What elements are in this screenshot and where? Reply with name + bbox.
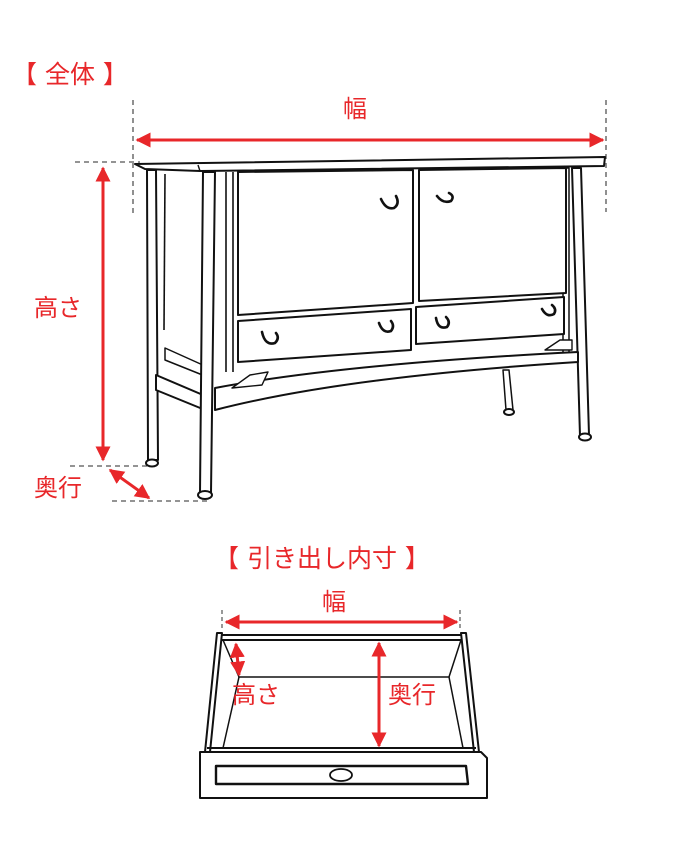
overall-guide-lines (70, 100, 607, 502)
overall-width-label: 幅 (343, 95, 367, 123)
drawer-width-label: 幅 (322, 588, 346, 616)
overall-heading: 【 全体 】 (12, 60, 128, 89)
overall-dimension-arrows (95, 132, 605, 500)
handle-icons (260, 191, 557, 345)
drawer-knob (329, 768, 353, 782)
drawer-height-label: 高さ (232, 681, 280, 709)
overall-depth-label: 奥行 (34, 474, 82, 502)
overall-depth-arrow (108, 468, 151, 500)
drawer-height-arrow (229, 642, 246, 677)
drawer-drawing (199, 632, 488, 799)
sideboard-drawing (134, 156, 606, 500)
overall-height-label: 高さ (34, 294, 82, 322)
drawer-dimension-arrows (224, 614, 459, 748)
drawer-depth-label: 奥行 (388, 681, 436, 709)
drawer-guide-lines (221, 610, 461, 630)
drawer-heading: 【 引き出し内寸 】 (214, 544, 430, 573)
